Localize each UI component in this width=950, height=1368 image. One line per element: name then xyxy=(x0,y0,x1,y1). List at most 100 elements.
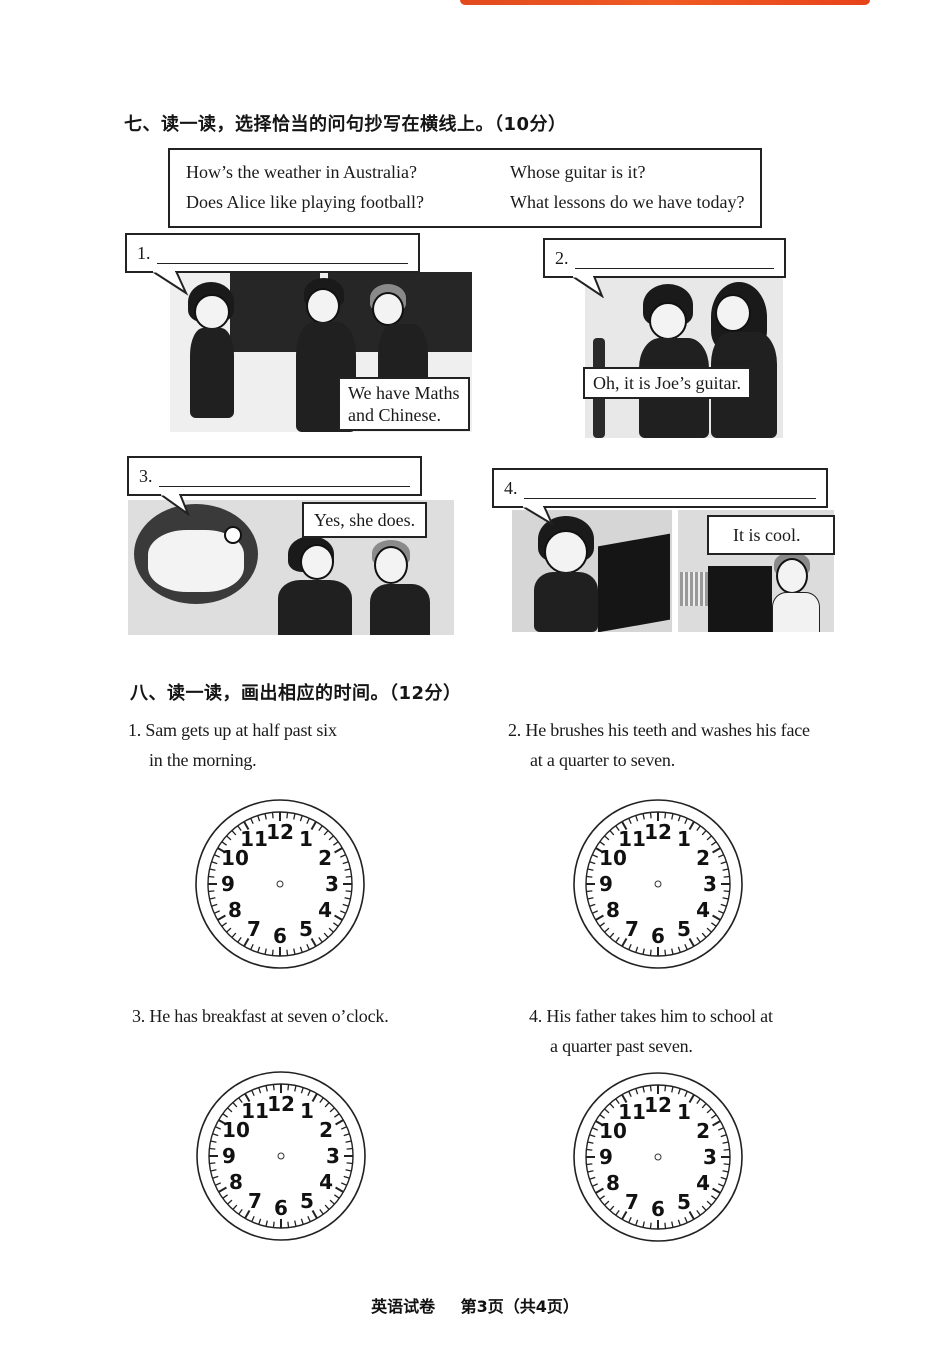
choice-guitar: Whose guitar is it? xyxy=(510,162,646,182)
keyboard-icon xyxy=(680,572,710,606)
svg-text:3: 3 xyxy=(325,872,339,896)
answer-bubble-3: Yes, she does. xyxy=(302,502,428,538)
svg-text:2: 2 xyxy=(319,1118,333,1142)
svg-text:1: 1 xyxy=(677,827,691,851)
svg-text:10: 10 xyxy=(599,1119,627,1143)
answer-line-2: and Chinese. xyxy=(348,405,441,425)
svg-text:12: 12 xyxy=(266,820,294,844)
time-item-2-line1: 2. He brushes his teeth and washes his f… xyxy=(508,720,810,740)
svg-text:3: 3 xyxy=(703,872,717,896)
svg-text:4: 4 xyxy=(319,1170,333,1194)
svg-text:11: 11 xyxy=(618,1100,646,1124)
question-number: 1. xyxy=(137,243,151,263)
svg-text:6: 6 xyxy=(274,1196,288,1220)
svg-text:1: 1 xyxy=(299,827,313,851)
svg-text:12: 12 xyxy=(267,1092,295,1116)
question-bubble-3: 3. xyxy=(127,456,422,496)
answer-bubble-1: We have Maths and Chinese. xyxy=(338,377,470,431)
time-item-4-line2: a quarter past seven. xyxy=(550,1036,693,1056)
footer-subject: 英语试卷 xyxy=(371,1297,436,1316)
svg-text:1: 1 xyxy=(300,1099,314,1123)
question-bubble-1: 1. xyxy=(125,233,420,273)
svg-text:10: 10 xyxy=(599,846,627,870)
svg-text:2: 2 xyxy=(696,846,710,870)
question-number: 2. xyxy=(555,248,569,268)
choice-lessons: What lessons do we have today? xyxy=(510,192,745,212)
svg-text:6: 6 xyxy=(273,924,287,948)
svg-text:12: 12 xyxy=(644,1093,672,1117)
footer-page: 第3页（共4页） xyxy=(460,1297,579,1316)
bubble-tail-3 xyxy=(158,494,190,516)
time-item-1-line2: in the morning. xyxy=(149,750,257,770)
svg-text:5: 5 xyxy=(300,1189,314,1213)
time-item-2-line2: at a quarter to seven. xyxy=(530,750,676,770)
svg-text:8: 8 xyxy=(229,1170,243,1194)
answer-blank-3[interactable] xyxy=(159,486,410,487)
svg-text:7: 7 xyxy=(625,1190,639,1214)
illustration-panel-2 xyxy=(585,278,783,438)
svg-text:10: 10 xyxy=(221,846,249,870)
svg-text:2: 2 xyxy=(696,1119,710,1143)
svg-text:2: 2 xyxy=(318,846,332,870)
svg-text:12: 12 xyxy=(644,820,672,844)
question-number: 3. xyxy=(139,466,153,486)
svg-text:1: 1 xyxy=(677,1100,691,1124)
question-choice-box: How’s the weather in Australia? Whose gu… xyxy=(168,148,762,228)
choice-football: Does Alice like playing football? xyxy=(186,192,424,212)
answer-line-1: We have Maths xyxy=(348,383,460,403)
svg-text:7: 7 xyxy=(248,1189,262,1213)
svg-text:9: 9 xyxy=(599,1145,613,1169)
answer-bubble-4: It is cool. xyxy=(707,515,835,555)
svg-text:10: 10 xyxy=(222,1118,250,1142)
answer-blank-1[interactable] xyxy=(157,263,408,264)
illustration-panel-4a xyxy=(512,510,672,632)
question-bubble-2: 2. xyxy=(543,238,786,278)
bubble-tail-1 xyxy=(150,271,189,296)
svg-text:5: 5 xyxy=(677,917,691,941)
answer-bubble-2: Oh, it is Joe’s guitar. xyxy=(583,367,751,399)
choice-weather: How’s the weather in Australia? xyxy=(186,162,417,182)
svg-text:11: 11 xyxy=(618,827,646,851)
section-7-title: 七、读一读，选择恰当的问句抄写在横线上。（10分） xyxy=(124,114,567,135)
bubble-tail-4 xyxy=(520,506,555,527)
svg-text:8: 8 xyxy=(606,898,620,922)
question-number: 4. xyxy=(504,478,518,498)
svg-text:9: 9 xyxy=(222,1144,236,1168)
page-footer: 英语试卷 第3页（共4页） xyxy=(0,1293,950,1317)
monitor-icon xyxy=(708,566,772,632)
time-item-1-line1: 1. Sam gets up at half past six xyxy=(128,720,337,740)
svg-text:8: 8 xyxy=(606,1171,620,1195)
svg-text:6: 6 xyxy=(651,924,665,948)
section-8-title: 八、读一读，画出相应的时间。（12分） xyxy=(130,683,462,704)
svg-text:11: 11 xyxy=(240,827,268,851)
svg-text:7: 7 xyxy=(625,917,639,941)
time-item-4-line1: 4. His father takes him to school at xyxy=(529,1006,773,1026)
svg-text:7: 7 xyxy=(247,917,261,941)
bubble-tail-2 xyxy=(570,276,604,298)
svg-text:9: 9 xyxy=(599,872,613,896)
answer-blank-4[interactable] xyxy=(524,498,816,499)
svg-text:4: 4 xyxy=(318,898,332,922)
time-item-3-line1: 3. He has breakfast at seven o’clock. xyxy=(132,1006,389,1026)
question-bubble-4: 4. xyxy=(492,468,828,508)
svg-text:8: 8 xyxy=(228,898,242,922)
illustration-panel-1 xyxy=(170,272,472,432)
illustration-panel-3 xyxy=(128,500,454,635)
svg-text:6: 6 xyxy=(651,1197,665,1221)
svg-text:4: 4 xyxy=(696,898,710,922)
monitor-icon xyxy=(598,533,670,632)
svg-text:5: 5 xyxy=(299,917,313,941)
football-icon xyxy=(224,526,242,544)
answer-blank-2[interactable] xyxy=(575,268,774,269)
svg-text:4: 4 xyxy=(696,1171,710,1195)
svg-text:11: 11 xyxy=(241,1099,269,1123)
svg-text:9: 9 xyxy=(221,872,235,896)
svg-text:3: 3 xyxy=(326,1144,340,1168)
scan-edge-smear xyxy=(460,0,870,5)
svg-text:3: 3 xyxy=(703,1145,717,1169)
svg-text:5: 5 xyxy=(677,1190,691,1214)
